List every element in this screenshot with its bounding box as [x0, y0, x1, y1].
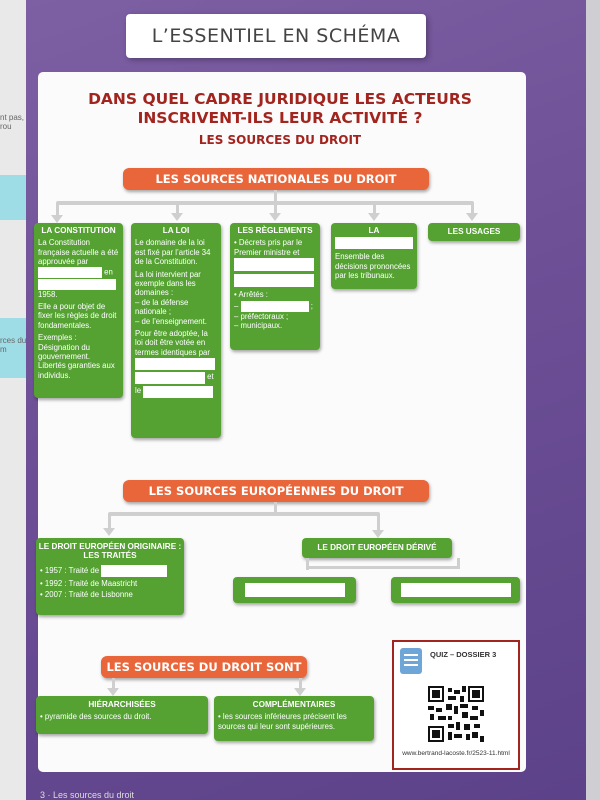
- droit-originaire-subtitle: LES TRAITÉS: [83, 551, 137, 561]
- connector-line: [299, 678, 302, 690]
- sources-sont-banner: LES SOURCES DU DROIT SONT: [101, 656, 307, 678]
- connector-line: [373, 203, 376, 215]
- connector-line: [108, 514, 111, 530]
- arrow-down-icon: [368, 213, 380, 221]
- connector-line: [274, 190, 277, 202]
- loi-text-2: La loi intervient par exemple dans les d…: [135, 269, 201, 298]
- page-footer: 3 · Les sources du droit: [40, 790, 135, 800]
- connector-line: [471, 203, 474, 215]
- complementaires-title: COMPLÉMENTAIRES: [252, 700, 336, 709]
- directives-europeennes-box: [391, 577, 520, 603]
- reglements-text-1: • Décrets pris par le Premier ministre e…: [234, 238, 303, 257]
- traite-1957: • 1957 : Traité de: [40, 565, 100, 575]
- connector-line: [457, 558, 460, 569]
- complementaires-box: COMPLÉMENTAIRES • les sources inférieure…: [214, 696, 374, 741]
- constitution-title: LA CONSTITUTION: [41, 226, 116, 235]
- droit-derive-box: LE DROIT EUROPÉEN DÉRIVÉ: [302, 538, 452, 558]
- complementaires-text: • les sources inférieures précisent les …: [218, 712, 347, 731]
- loi-box: LA LOI Le domaine de la loi est fixé par…: [131, 223, 221, 438]
- jurisprudence-text: Ensemble des décisions prononcées par le…: [335, 252, 411, 281]
- connector-line: [306, 558, 309, 570]
- loi-text-1: Le domaine de la loi est fixé par l’arti…: [135, 238, 211, 267]
- traite-1992: • 1992 : Traité de Maastricht: [40, 578, 138, 588]
- constitution-text-2: Elle a pour objet de fixer les règles de…: [38, 302, 117, 330]
- arrow-down-icon: [107, 688, 119, 696]
- reglements-text-3: –: [234, 301, 239, 311]
- fill-blank[interactable]: [101, 564, 168, 577]
- european-sources-banner: LES SOURCES EUROPÉENNES DU DROIT: [123, 480, 429, 502]
- connector-line: [176, 203, 179, 215]
- header-title: L’ESSENTIEL EN SCHÉMA: [151, 25, 401, 47]
- fill-blank[interactable]: [234, 274, 314, 288]
- connector-line: [56, 201, 474, 205]
- main-subtitle: LES SOURCES DU DROIT: [198, 133, 362, 147]
- header-banner: L’ESSENTIEL EN SCHÉMA: [126, 14, 426, 58]
- loi-text-6: et: [207, 372, 214, 382]
- usages-box: LES USAGES: [428, 223, 520, 241]
- hierarchisees-box: HIÉRARCHISÉES • pyramide des sources du …: [36, 696, 208, 734]
- reglements-box: LES RÈGLEMENTS • Décrets pris par le Pre…: [230, 223, 320, 350]
- fill-blank[interactable]: [135, 372, 205, 385]
- constitution-text: en: [104, 267, 113, 277]
- main-title-line1: DANS QUEL CADRE JURIDIQUE LES ACTEURS: [88, 90, 472, 108]
- hierarchisees-text: • pyramide des sources du droit.: [40, 712, 152, 722]
- reglements-europeens-box: [233, 577, 356, 603]
- reglements-text-3b: ;: [310, 301, 313, 311]
- loi-text-3: – de la défense nationale ;: [135, 297, 189, 317]
- connector-line: [306, 566, 460, 569]
- fill-blank[interactable]: [135, 358, 215, 371]
- national-sources-banner: LES SOURCES NATIONALES DU DROIT: [123, 168, 429, 190]
- loi-text-4: – de l’enseignement.: [135, 316, 207, 326]
- reglements-text-4: – préfectoraux ;: [234, 311, 289, 321]
- left-page-fragment: nt pas, rou: [0, 113, 25, 131]
- connector-line: [112, 678, 115, 690]
- main-title-line2: INSCRIVENT-ILS LEUR ACTIVITÉ ?: [137, 109, 423, 127]
- left-page-fragment: rces du m: [0, 336, 27, 354]
- qr-code-icon[interactable]: [428, 686, 484, 742]
- jurisprudence-title: LA: [368, 226, 380, 235]
- fill-blank[interactable]: [400, 583, 511, 597]
- fill-blank[interactable]: [335, 237, 413, 250]
- fill-blank[interactable]: [38, 278, 116, 290]
- quiz-url[interactable]: www.bertrand-lacoste.fr/2523-11.html: [402, 750, 510, 757]
- arrow-down-icon: [372, 530, 384, 538]
- reglements-text-5: – municipaux.: [234, 321, 283, 331]
- arrow-down-icon: [171, 213, 183, 221]
- loi-title: LA LOI: [162, 226, 190, 235]
- fill-blank[interactable]: [38, 266, 102, 278]
- constitution-text: La Constitution française actuelle a été…: [38, 238, 119, 267]
- hierarchisees-title: HIÉRARCHISÉES: [88, 700, 156, 709]
- quiz-label: QUIZ – DOSSIER 3: [430, 650, 497, 659]
- fill-blank[interactable]: [240, 300, 309, 312]
- fill-blank[interactable]: [143, 386, 214, 399]
- jurisprudence-box: LA Ensemble des décisions prononcées par…: [331, 223, 417, 289]
- fill-blank[interactable]: [234, 258, 314, 272]
- reglements-title: LES RÈGLEMENTS: [237, 226, 313, 235]
- droit-originaire-box: LE DROIT EUROPÉEN ORIGINAIRE : LES TRAIT…: [36, 538, 184, 615]
- connector-line: [56, 203, 59, 217]
- constitution-text: 1958.: [38, 289, 58, 299]
- droit-originaire-title: LE DROIT EUROPÉEN ORIGINAIRE :: [38, 542, 182, 551]
- connector-line: [108, 512, 380, 516]
- constitution-text-3: Exemples : Désignation du gouvernement. …: [38, 333, 115, 380]
- arrow-down-icon: [51, 215, 63, 223]
- arrow-down-icon: [269, 213, 281, 221]
- quiz-box[interactable]: QUIZ – DOSSIER 3 www.bertrand-lacoste.fr…: [392, 640, 520, 770]
- arrow-down-icon: [294, 688, 306, 696]
- connector-line: [274, 502, 277, 514]
- reglements-text-2: • Arrêtés :: [234, 290, 268, 300]
- traite-2007: • 2007 : Traité de Lisbonne: [40, 590, 133, 600]
- constitution-box: LA CONSTITUTION La Constitution français…: [34, 223, 123, 398]
- arrow-down-icon: [103, 528, 115, 536]
- connector-line: [274, 203, 277, 215]
- arrow-down-icon: [466, 213, 478, 221]
- droit-derive-title: LE DROIT EUROPÉEN DÉRIVÉ: [317, 543, 437, 553]
- fill-blank[interactable]: [244, 583, 345, 597]
- loi-text-7: le: [135, 386, 142, 396]
- quiz-icon: [400, 648, 422, 674]
- loi-text-5: Pour être adoptée, la loi doit être voté…: [135, 329, 210, 357]
- usages-title: LES USAGES: [447, 227, 501, 237]
- constitution-text-1: La Constitution française actuelle a été…: [38, 238, 119, 299]
- connector-line: [377, 514, 380, 532]
